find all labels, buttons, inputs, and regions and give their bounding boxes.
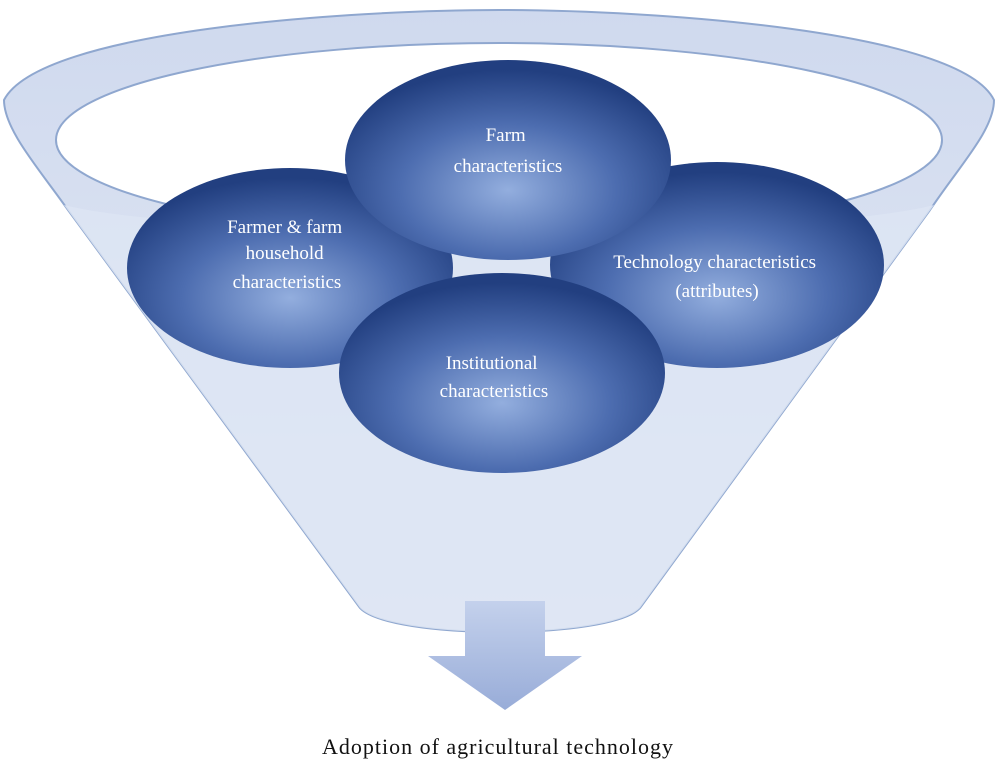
institutional-label-line-1: Institutional [446, 353, 538, 374]
svg-text:Farm characteristics: Farm characteristics [454, 125, 563, 177]
technology-label-line-1: Technology characteristics [613, 252, 816, 273]
circle-institutional: Institutional characteristics [339, 273, 665, 473]
circle-farm: Farm characteristics [345, 60, 671, 260]
svg-text:Technology characteristics: Technology characteristics (attributes) [613, 252, 821, 302]
farmer-label-line-2: household [246, 243, 325, 264]
farm-label-line-1: Farm [486, 125, 526, 146]
down-arrow-icon [428, 601, 582, 710]
output-label: Adoption of agricultural technology [322, 734, 674, 759]
svg-text:Farmer & farm household: Farmer & farm household characteristics [227, 217, 347, 293]
farmer-label-line-1: Farmer & farm [227, 217, 342, 238]
svg-text:Institutional characteri: Institutional characteristics [440, 353, 549, 402]
technology-label-line-2: (attributes) [675, 281, 758, 302]
farmer-label-line-3: characteristics [233, 272, 342, 293]
institutional-label-line-2: characteristics [440, 381, 549, 402]
farm-label-line-2: characteristics [454, 156, 563, 177]
